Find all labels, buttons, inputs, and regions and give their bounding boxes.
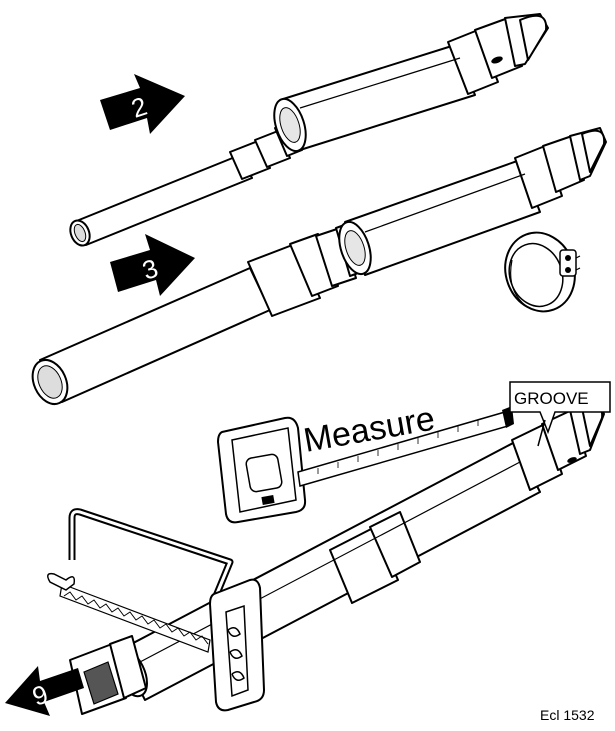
- assembly-step-9: 9: [5, 401, 605, 716]
- groove-label: GROOVE: [514, 389, 589, 408]
- groove-callout: GROOVE: [509, 381, 611, 447]
- tailpipe-short: [69, 121, 303, 247]
- hose-clamp-icon: [504, 231, 581, 313]
- assembly-step-2: 2: [69, 13, 549, 247]
- figure-reference: Ecl 1532: [540, 707, 595, 723]
- muffler-2: [338, 127, 607, 276]
- hacksaw-icon: [47, 508, 266, 712]
- cut-off-piece: [69, 635, 147, 715]
- tape-measure-icon: [216, 406, 514, 524]
- muffler-1: [273, 13, 549, 153]
- arrow-right-icon: 3: [110, 234, 195, 296]
- assembly-step-3: 3: [31, 127, 607, 405]
- arrow-right-icon: 2: [100, 74, 185, 134]
- tailpipe-long: [31, 219, 373, 405]
- arrow-left-icon: 9: [5, 666, 84, 716]
